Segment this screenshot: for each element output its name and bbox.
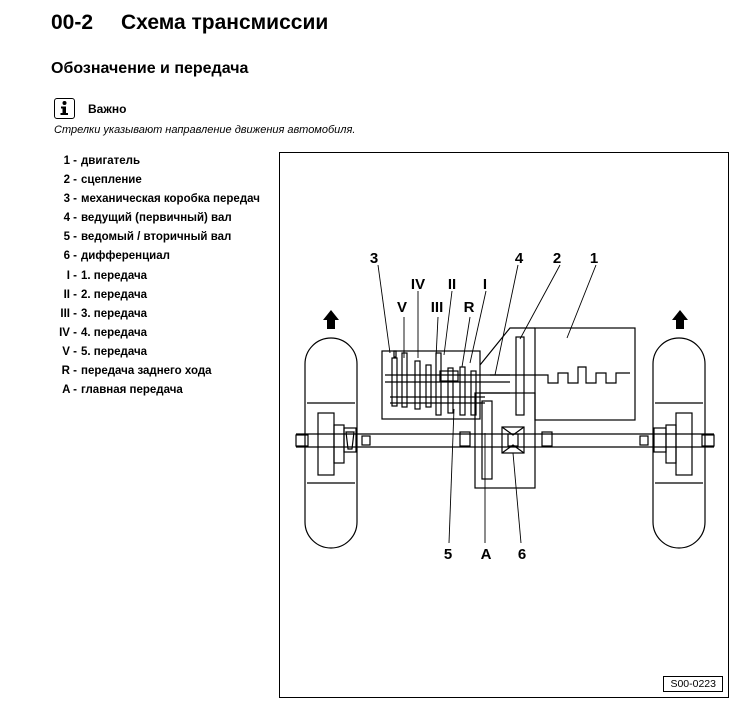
legend-value: ведомый / вторичный вал (81, 231, 232, 244)
legend-value: дифференциал (81, 250, 170, 263)
callout-2: 2 (553, 250, 561, 267)
legend-value: 5. передача (81, 345, 148, 358)
callout-A: A (481, 546, 492, 563)
callout-II: II (448, 276, 456, 293)
right-direction-arrow (672, 310, 688, 329)
legend-item: 6 - дифференциал (40, 247, 270, 266)
callout-I: I (483, 276, 487, 293)
section-number: 00-2 (51, 11, 94, 34)
section-title: Схема трансмиссии (121, 11, 329, 34)
callout-4: 4 (515, 250, 524, 267)
info-icon (54, 98, 75, 119)
callout-IV: IV (411, 276, 425, 293)
legend-key: 2 - (63, 174, 77, 187)
legend-value: передача заднего хода (81, 365, 212, 378)
legend-value: ведущий (первичный) вал (81, 212, 232, 225)
legend-value: главная передача (81, 384, 183, 397)
legend-key: 6 - (63, 250, 77, 263)
callout-leaders (377, 264, 597, 544)
left-wheel (304, 337, 358, 549)
legend-value: механическая коробка передач (81, 193, 260, 206)
diagram-canvas: 3 4 2 1 IV II I V III R 5 A 6 (295, 250, 715, 563)
gearbox (381, 327, 535, 420)
legend-key: R - (61, 365, 77, 378)
legend-item: 5 - ведомый / вторичный вал (40, 228, 270, 247)
legend-value: 3. передача (81, 307, 148, 320)
legend-key: 1 - (63, 155, 77, 167)
legend-item: III - 3. передача (40, 305, 270, 324)
legend-key: 3 - (63, 193, 77, 206)
legend-value: двигатель (81, 155, 141, 167)
legend-item: 3 - механическая коробка передач (40, 190, 270, 209)
legend-item: A - главная передача (40, 381, 270, 400)
page-title: 00-2 Схема трансмиссии (51, 11, 328, 35)
page-subtitle: Обозначение и передача (51, 60, 249, 77)
legend-value: сцепление (81, 174, 142, 187)
differential (474, 392, 536, 489)
legend-item: 2 - сцепление (40, 171, 270, 190)
callout-5: 5 (444, 546, 452, 563)
callout-R: R (464, 299, 475, 316)
legend-value: 1. передача (81, 269, 148, 282)
legend-key: 5 - (63, 231, 77, 244)
legend-key: I - (66, 269, 77, 282)
legend-key: A - (62, 384, 77, 397)
legend-key: IV - (59, 326, 77, 339)
transmission-diagram: 3 4 2 1 IV II I V III R 5 A 6 S00-0223 (279, 152, 729, 698)
legend-item: R - передача заднего хода (40, 362, 270, 381)
legend-item: II - 2. передача (40, 286, 270, 305)
callout-V: V (397, 299, 407, 316)
legend-item: 4 - ведущий (первичный) вал (40, 209, 270, 228)
callout-6: 6 (518, 546, 526, 563)
legend-item: 1 - двигатель (40, 152, 270, 171)
legend-value: 2. передача (81, 288, 148, 301)
left-direction-arrow (323, 310, 339, 329)
legend-item: IV - 4. передача (40, 324, 270, 343)
clutch-engine (490, 327, 636, 421)
callout-III: III (431, 299, 444, 316)
legend-item: V - 5. передача (40, 343, 270, 362)
legend-value: 4. передача (81, 326, 148, 339)
legend-key: V - (62, 345, 77, 358)
legend-key: III - (60, 307, 77, 320)
right-wheel (652, 337, 706, 549)
note-label: Важно (88, 102, 127, 116)
callout-3: 3 (370, 250, 378, 267)
driveshafts (295, 427, 715, 453)
note-text: Стрелки указывают направление движения а… (54, 124, 356, 136)
legend-key: 4 - (63, 212, 77, 225)
legend-key: II - (63, 288, 77, 301)
figure-id: S00-0223 (663, 676, 723, 692)
callout-1: 1 (590, 250, 598, 267)
legend-list: 1 - двигатель 2 - сцепление 3 - механическа… (40, 152, 270, 400)
legend-item: I - 1. передача (40, 267, 270, 286)
